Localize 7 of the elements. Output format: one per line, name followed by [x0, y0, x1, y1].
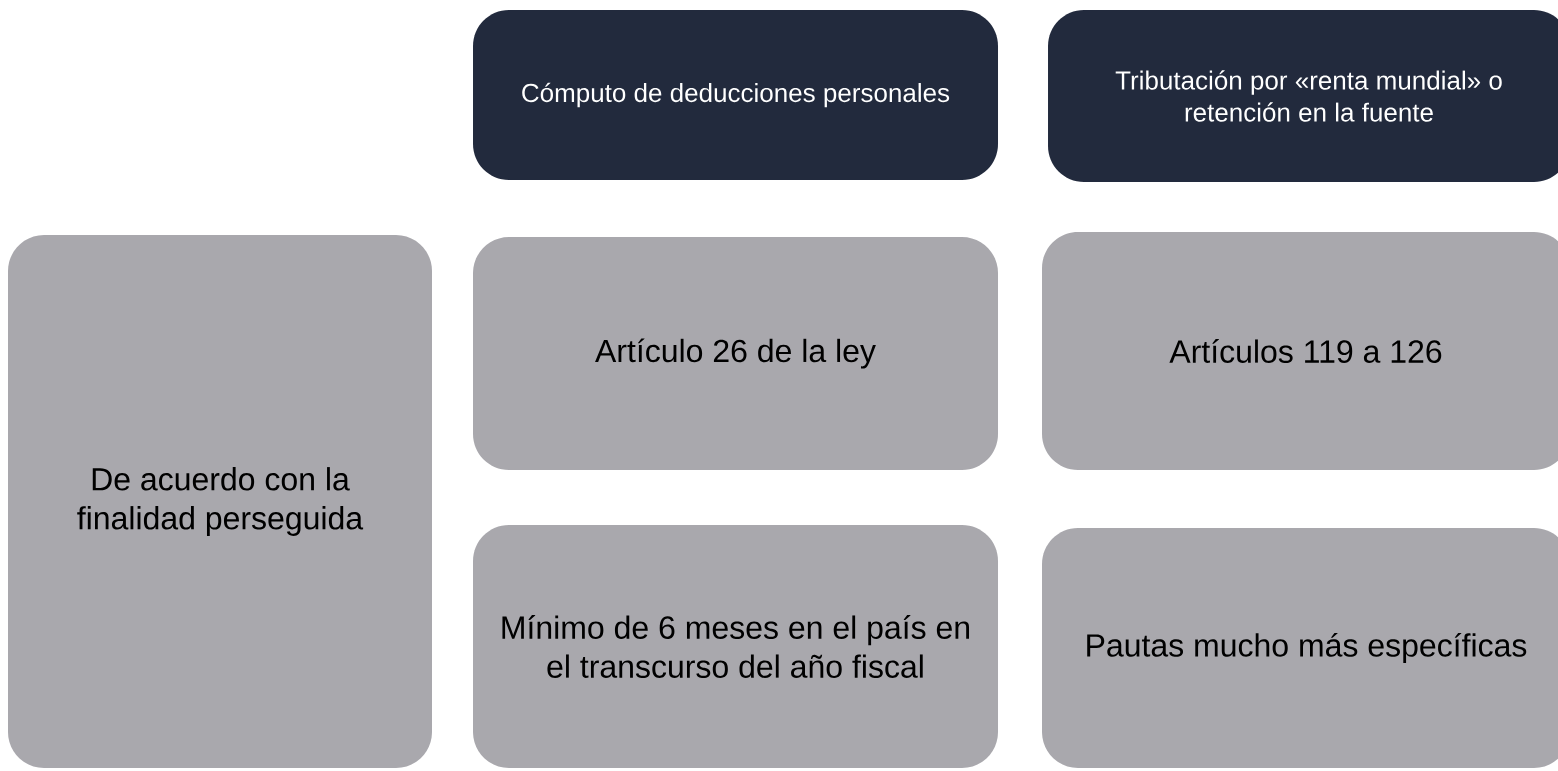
text-box: De acuerdo con la finalidad perseguida	[8, 235, 432, 768]
header-box: Cómputo de deducciones personales	[473, 10, 998, 180]
text-box: Pautas mucho más específicas	[1042, 528, 1558, 768]
text-box: Artículo 26 de la ley	[473, 237, 998, 470]
text-box: Artículos 119 a 126	[1042, 232, 1558, 470]
header-box: Tributación por «renta mundial» o retención en la fuente	[1048, 10, 1558, 182]
text-box: Mínimo de 6 meses en el país en el transcurso del año fiscal	[473, 525, 998, 768]
